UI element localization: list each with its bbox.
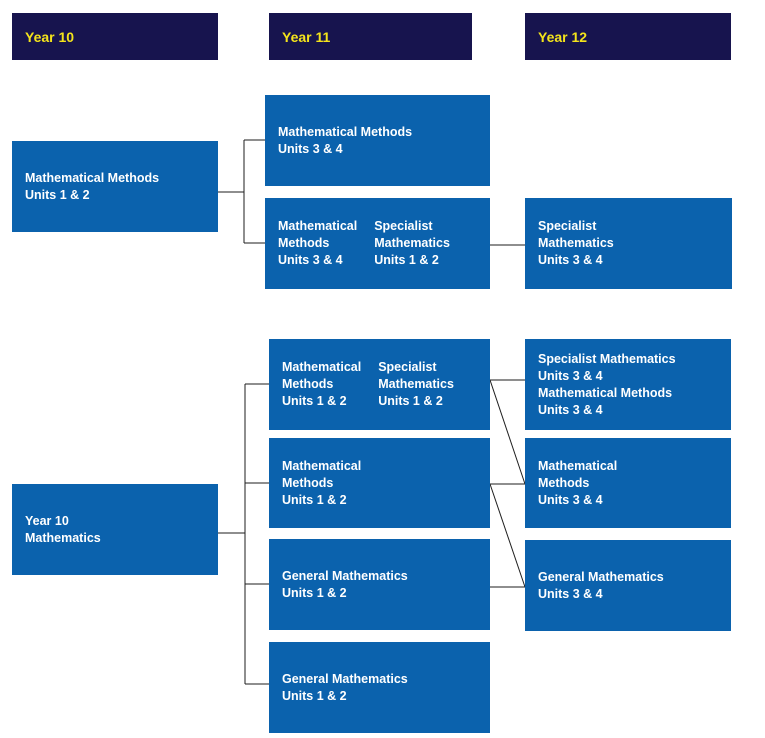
- box-line: Year 10: [25, 513, 69, 528]
- box-column-methods: Mathematical Methods Units 3 & 4: [278, 218, 357, 269]
- header-year-10-label: Year 10: [25, 28, 75, 45]
- box-line: Specialist: [374, 219, 433, 233]
- box-line: Units 1 & 2: [25, 187, 90, 202]
- box-line: Units 1 & 2: [282, 585, 347, 600]
- box-column-methods: Mathematical Methods Units 1 & 2: [282, 359, 361, 410]
- box-line: Mathematics: [378, 377, 454, 391]
- box-column-specialist: Specialist Mathematics Units 1 & 2: [374, 218, 450, 269]
- box-line: Mathematical: [278, 219, 358, 233]
- header-year-11-label: Year 11: [282, 28, 331, 45]
- box-line: General Mathematics: [282, 671, 408, 686]
- box-y11-methods-and-specialist-12: Mathematical Methods Units 1 & 2 Special…: [269, 339, 490, 430]
- box-line: Mathematical Methods: [278, 124, 413, 139]
- box-line: Methods: [538, 475, 590, 490]
- box-line: Units 3 & 4: [538, 253, 603, 267]
- box-line: Mathematics: [25, 530, 101, 545]
- box-y12-specialist-and-methods: Specialist Mathematics Units 3 & 4 Mathe…: [525, 339, 731, 430]
- box-line: Specialist Mathematics: [538, 351, 676, 366]
- box-y12-specialist-mathematics: Specialist Mathematics Units 3 & 4: [525, 198, 732, 289]
- box-line: Specialist: [538, 219, 597, 233]
- box-y11-methods-and-specialist: Mathematical Methods Units 3 & 4 Special…: [265, 198, 490, 289]
- box-line: Methods: [282, 475, 334, 490]
- box-line: Mathematics: [538, 236, 614, 250]
- box-line: General Mathematics: [282, 568, 408, 583]
- box-y10-mathematics: Year 10 Mathematics: [12, 484, 218, 575]
- header-year-10: Year 10: [12, 13, 218, 60]
- box-line: Specialist: [378, 360, 437, 374]
- box-line: Mathematical Methods: [538, 385, 673, 400]
- header-year-12-label: Year 12: [538, 28, 588, 45]
- box-line: Units 3 & 4: [278, 253, 343, 267]
- box-line: Units 3 & 4: [538, 586, 603, 601]
- box-line: Methods: [278, 236, 330, 250]
- box-line: Mathematical: [538, 458, 618, 473]
- box-y12-mathematical-methods: Mathematical Methods Units 3 & 4: [525, 438, 731, 528]
- box-line: Units 3 & 4: [538, 492, 603, 507]
- box-line: General Mathematics: [538, 569, 664, 584]
- box-y11-mathematical-methods-12: Mathematical Methods Units 1 & 2: [269, 438, 490, 528]
- box-line: Mathematical: [282, 360, 362, 374]
- box-y11-general-mathematics-a: General Mathematics Units 1 & 2: [269, 539, 490, 630]
- box-y10-mathematical-methods: Mathematical Methods Units 1 & 2: [12, 141, 218, 232]
- box-line: Units 1 & 2: [282, 394, 347, 408]
- box-line: Units 3 & 4: [278, 141, 343, 156]
- box-column-specialist: Specialist Mathematics Units 1 & 2: [378, 359, 454, 410]
- box-y12-general-mathematics: General Mathematics Units 3 & 4: [525, 540, 731, 631]
- box-y11-general-mathematics-b: General Mathematics Units 1 & 2: [269, 642, 490, 733]
- box-line: Methods: [282, 377, 334, 391]
- box-line: Units 1 & 2: [282, 688, 347, 703]
- box-line: Units 1 & 2: [378, 394, 443, 408]
- box-line: Units 1 & 2: [282, 492, 347, 507]
- box-line: Mathematics: [374, 236, 450, 250]
- box-line: Units 1 & 2: [374, 253, 439, 267]
- box-line: Units 3 & 4: [538, 368, 603, 383]
- box-line: Mathematical: [282, 458, 362, 473]
- header-year-11: Year 11: [269, 13, 472, 60]
- header-year-12: Year 12: [525, 13, 731, 60]
- box-y11-mathematical-methods-34: Mathematical Methods Units 3 & 4: [265, 95, 490, 186]
- box-line: Units 3 & 4: [538, 402, 603, 417]
- box-line: Mathematical Methods: [25, 170, 160, 185]
